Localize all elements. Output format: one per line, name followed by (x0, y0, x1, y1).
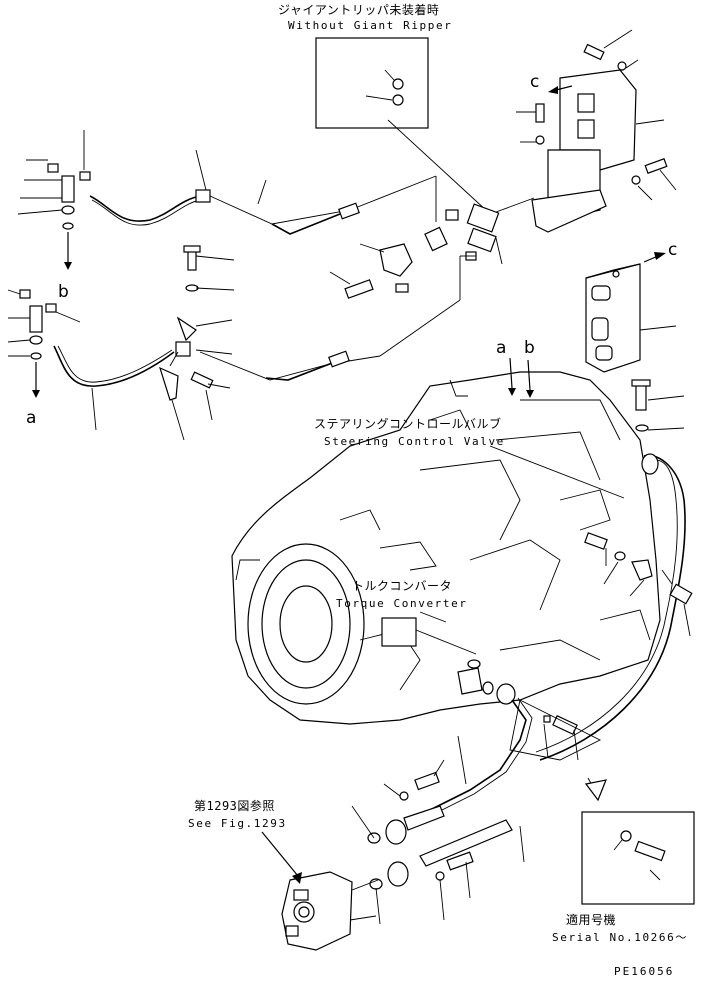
without-ripper-jp-label: ジャイアントリッパ未装着時 (278, 3, 440, 17)
torque-converter-en-label: Torque Converter (336, 597, 468, 610)
ref-letter-c-top: c (530, 72, 540, 92)
steering-valve-en-label: Steering Control Valve (324, 435, 505, 448)
ref-letter-b-left: b (58, 282, 69, 302)
serial-jp-label: 適用号機 (566, 913, 617, 927)
ref-letter-c-right: c (668, 240, 678, 260)
upper-left-hose (17, 130, 437, 270)
ref-letter-b-center: b (524, 338, 535, 358)
valve-block (585, 252, 677, 373)
see-fig-en-label: See Fig.1293 (188, 817, 287, 830)
center-valve-parts (329, 197, 535, 357)
torque-converter-jp-label: トルクコンバータ (352, 579, 453, 593)
serial-inset (581, 777, 695, 905)
transmission-housing (231, 371, 661, 725)
see-fig-jp-label: 第1293図参照 (194, 799, 275, 813)
inset-without-ripper (315, 37, 489, 213)
lower-left-hose (7, 245, 381, 441)
without-ripper-en-label: Without Giant Ripper (288, 19, 453, 32)
serial-en-label: Serial No.10266～ (552, 931, 688, 944)
mounting-bracket (516, 29, 677, 233)
right-pipe (535, 379, 693, 761)
ref-letter-a-center: a (496, 338, 507, 358)
ref-letter-a-left: a (26, 408, 37, 428)
steering-valve-jp-label: ステアリングコントロールバルブ (314, 417, 502, 431)
lower-pipes (351, 659, 602, 925)
drawing-code: PE16056 (614, 965, 675, 978)
hydraulic-pump (261, 831, 379, 951)
center-ab-arrows (508, 357, 534, 398)
